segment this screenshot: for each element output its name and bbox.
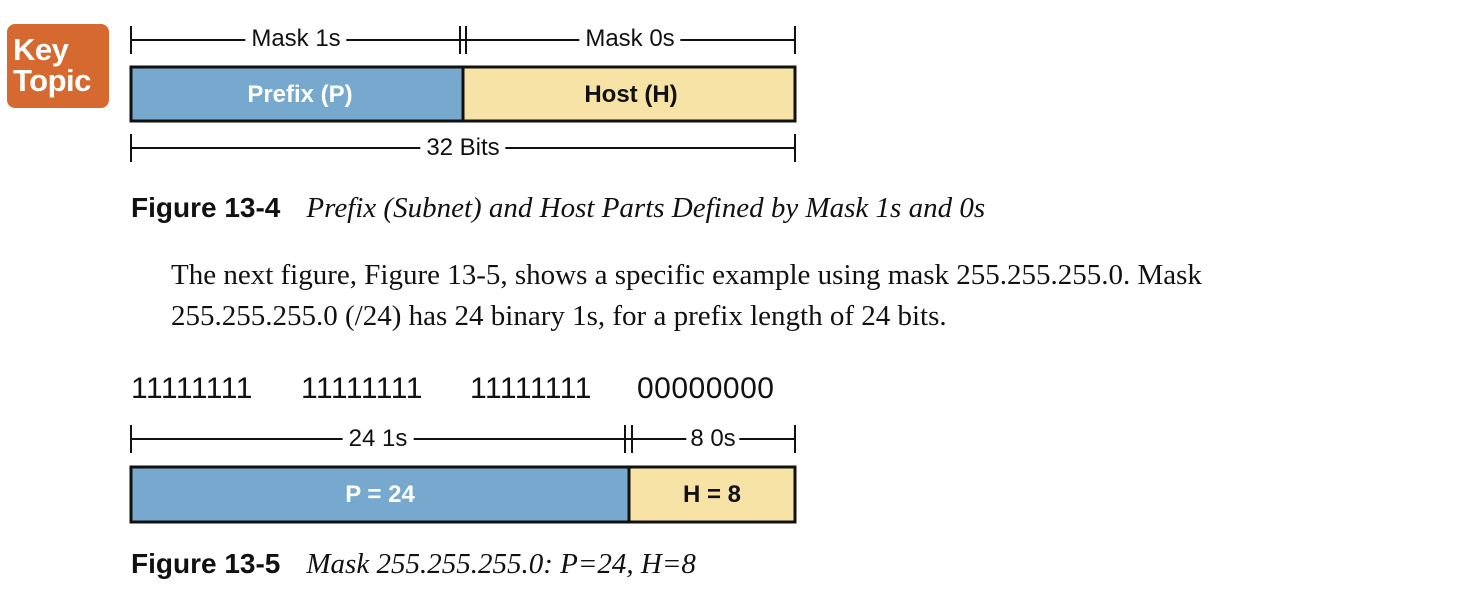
body-paragraph: The next figure, Figure 13-5, shows a sp…: [171, 255, 1411, 337]
p24-segment: [129, 465, 631, 524]
prefix-label: Prefix (P): [247, 81, 353, 108]
octet-3: 11111111: [470, 372, 592, 405]
mask-0s-label: Mask 0s: [579, 25, 681, 53]
caption-text: Mask 255.255.255.0: P=24, H=8: [306, 548, 696, 580]
octet-1: 11111111: [131, 372, 253, 405]
h8-segment: [627, 465, 797, 524]
caption-number: Figure 13-5: [131, 548, 281, 579]
total-bits-label: 32 Bits: [420, 134, 506, 162]
paragraph-line-2: 255.255.255.0 (/24) has 24 binary 1s, fo…: [171, 300, 947, 332]
mask-1s-label: Mask 1s: [245, 25, 347, 53]
key-topic-badge: Key Topic: [7, 24, 109, 108]
paragraph-line-1: The next figure, Figure 13-5, shows a sp…: [171, 259, 1202, 291]
caption-number: Figure 13-4: [131, 192, 281, 223]
zeros-count-label: 8 0s: [686, 425, 740, 453]
p24-label: P = 24: [345, 481, 415, 508]
ones-count-label: 24 1s: [342, 425, 414, 453]
caption-text: Prefix (Subnet) and Host Parts Defined b…: [306, 192, 986, 224]
host-label: Host (H): [584, 81, 678, 108]
key-topic-line1: Key: [13, 32, 69, 67]
octet-2: 11111111: [301, 372, 423, 405]
octet-4: 00000000: [637, 372, 775, 405]
key-topic-line2: Topic: [13, 63, 91, 98]
h8-label: H = 8: [682, 481, 742, 508]
figure-13-5-caption: Figure 13-5 Mask 255.255.255.0: P=24, H=8: [131, 548, 696, 581]
host-segment: [461, 65, 797, 123]
figure-13-4-caption: Figure 13-4 Prefix (Subnet) and Host Part…: [131, 192, 985, 225]
